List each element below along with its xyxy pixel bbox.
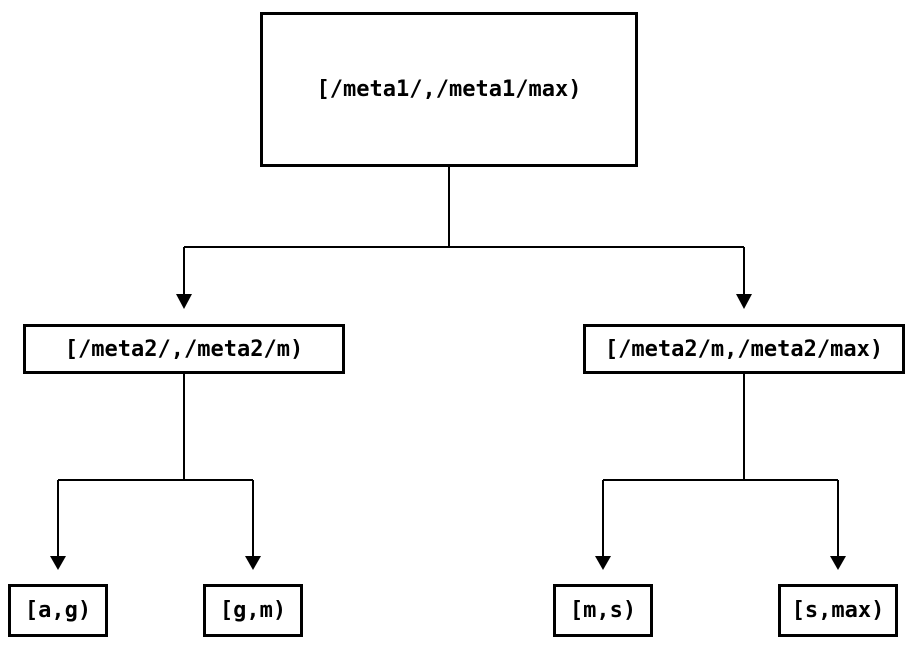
node-meta2-right: [/meta2/m,/meta2/max) xyxy=(583,324,905,374)
edge-right-children xyxy=(595,374,846,570)
node-leaf-ag: [a,g) xyxy=(8,584,108,637)
node-root: [/meta1/,/meta1/max) xyxy=(260,12,638,167)
arrow-down-icon xyxy=(176,294,192,309)
arrow-down-icon xyxy=(830,556,846,570)
node-meta2-left-label: [/meta2/,/meta2/m) xyxy=(64,336,304,362)
node-leaf-gm: [g,m) xyxy=(203,584,303,637)
edge-root-children xyxy=(176,166,752,309)
node-leaf-gm-label: [g,m) xyxy=(219,598,287,623)
node-root-label: [/meta1/,/meta1/max) xyxy=(316,77,582,102)
node-leaf-ag-label: [a,g) xyxy=(24,598,92,623)
node-leaf-smax: [s,max) xyxy=(778,584,898,637)
node-meta2-right-label: [/meta2/m,/meta2/max) xyxy=(604,336,884,362)
edge-left-children xyxy=(50,374,261,570)
arrow-down-icon xyxy=(50,556,66,570)
edge-left-stem xyxy=(57,374,254,556)
node-leaf-smax-label: [s,max) xyxy=(791,598,885,623)
edge-root-stem xyxy=(183,166,745,294)
edge-right-stem xyxy=(602,374,839,556)
arrow-down-icon xyxy=(736,294,752,309)
node-meta2-left: [/meta2/,/meta2/m) xyxy=(23,324,345,374)
arrow-down-icon xyxy=(245,556,261,570)
arrow-down-icon xyxy=(595,556,611,570)
node-leaf-ms-label: [m,s) xyxy=(569,598,637,623)
node-leaf-ms: [m,s) xyxy=(553,584,653,637)
